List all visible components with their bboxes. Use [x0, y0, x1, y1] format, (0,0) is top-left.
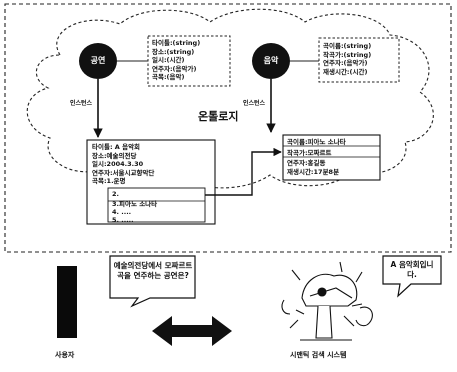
track-item: 3.피아노 소나타: [112, 200, 158, 208]
instance-line: 타이틀: A 음악회: [92, 143, 141, 151]
music-instance-label: 인스턴스: [243, 100, 266, 107]
instance-line: 곡이름:피아노 소나타: [287, 138, 346, 146]
user-figure: [57, 266, 77, 338]
performance-instance-text: 타이틀: A 음악회 장소:예술의전당 일시:2004.3.30 연주자:서울시…: [92, 143, 154, 186]
track-item: 2.: [112, 190, 119, 198]
instance-line: 작곡가:모짜르트: [287, 149, 332, 157]
user-question-text: 예술의전당에서 모짜르트 곡을 연주하는 공연은?: [113, 261, 193, 280]
music-node-label: 음악: [263, 56, 279, 65]
ontology-label: 온톨로지: [198, 110, 239, 123]
performance-attribute: 장소:(string): [152, 47, 195, 56]
performance-attribute: 곡목:(음악): [152, 73, 185, 82]
instance-line: 재생시간:17분8분: [287, 168, 340, 176]
performance-attribute-box: [147, 35, 231, 87]
track-list-box: [107, 187, 206, 223]
performance-attribute: 일시:(시간): [152, 56, 185, 65]
music-attribute: 연주자:(음악가): [323, 59, 368, 68]
track-item: 4. ....: [112, 208, 132, 216]
system-speech-bubble: [382, 255, 442, 298]
instance-line: 곡목:1.운명: [92, 177, 126, 186]
user-speech-bubble: [109, 255, 196, 308]
instance-line: 장소:예술의전당: [92, 151, 137, 160]
user-caption: 사용자: [55, 351, 75, 359]
music-attribute: 곡이름:(string): [323, 42, 372, 50]
search-system-illustration: [281, 261, 373, 341]
performance-node: [79, 43, 117, 79]
performance-attribute: 타이틀:(string): [152, 39, 201, 47]
communication-arrow: [152, 316, 232, 346]
track-list-text: 2. 3.피아노 소나타 4. .... 5. .....: [112, 190, 157, 224]
music-instance-text: 곡이름:피아노 소나타 작곡가:모짜르트 연주자:홍길동 재생시간:17분8분: [287, 137, 346, 177]
music-node: [252, 43, 290, 79]
music-attribute: 재생시간:(시간): [323, 67, 368, 76]
ontology-frame: [4, 3, 452, 253]
track-item: 5. .....: [112, 216, 134, 224]
performance-node-label: 공연: [90, 56, 106, 65]
music-instance-box: [282, 134, 381, 181]
instance-line: 일시:2004.3.30: [92, 160, 144, 169]
music-attribute-list: 곡이름:(string) 작곡가:(string) 연주자:(음악가) 재생시간…: [323, 42, 371, 76]
performance-instance-label: 인스턴스: [70, 100, 93, 107]
system-caption: 시맨틱 검색 시스템: [290, 351, 347, 359]
performance-attribute-list: 타이틀:(string) 장소:(string) 일시:(시간) 연주자:(음악…: [152, 39, 200, 82]
performance-attribute: 연주자:(음악가): [152, 64, 197, 73]
music-attribute: 작곡가:(string): [323, 50, 372, 59]
instance-line: 연주자:홍길동: [287, 159, 326, 167]
system-answer-text: A 음악회입니다.: [390, 260, 434, 279]
music-attribute-box: [318, 37, 400, 83]
track-to-music-arrow: [205, 147, 282, 196]
instance-line: 연주자:서울시교향악단: [92, 168, 155, 177]
